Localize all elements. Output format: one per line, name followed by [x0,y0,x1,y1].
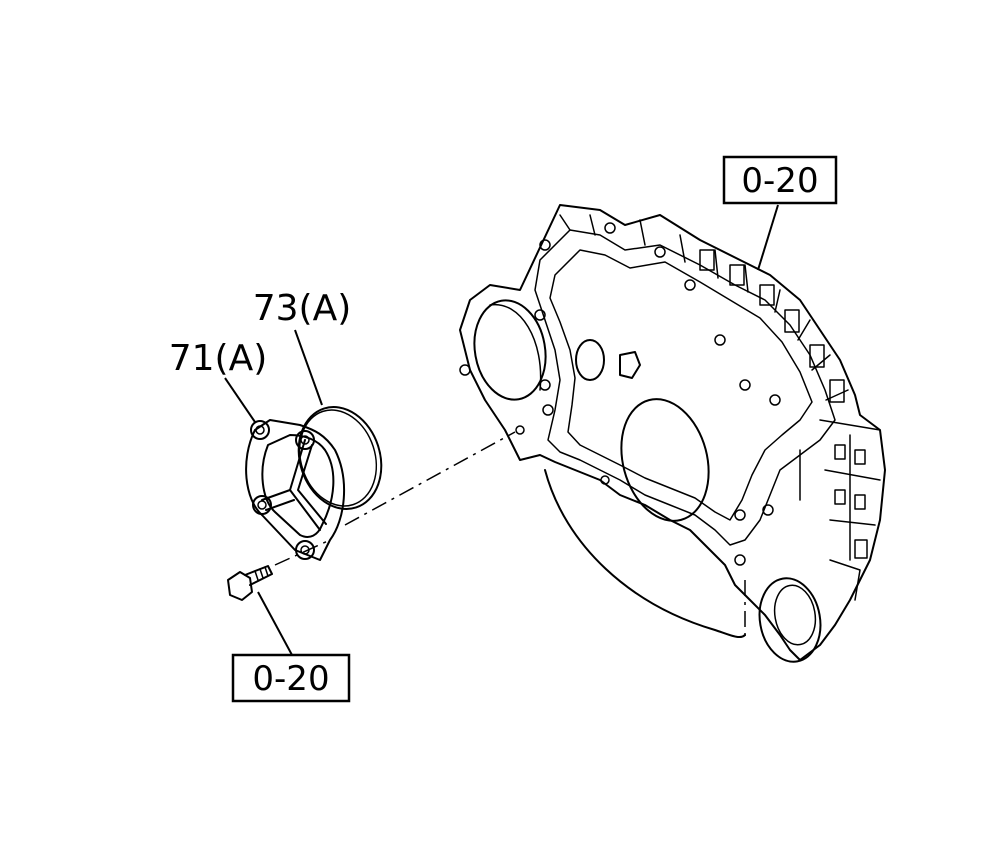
cover-part-label: 71(A) [169,338,268,379]
bolt-icon [227,565,273,601]
housing-ref-text: 0-20 [741,161,818,201]
cover-plate-icon [245,419,346,561]
oring-part-label: 73(A) [253,288,352,329]
flywheel-housing-icon [459,204,886,663]
leader-oring [294,329,323,406]
leader-cover [224,377,256,423]
bolt-ref-text: 0-20 [252,659,329,699]
o-ring-icon [297,406,383,510]
bolt-ref-callout: 0-20 [231,653,351,703]
leader-bolt-ref [257,591,293,656]
alignment-centerline [274,431,516,566]
leader-housing-ref [757,204,779,271]
housing-ref-callout: 0-20 [722,155,838,205]
